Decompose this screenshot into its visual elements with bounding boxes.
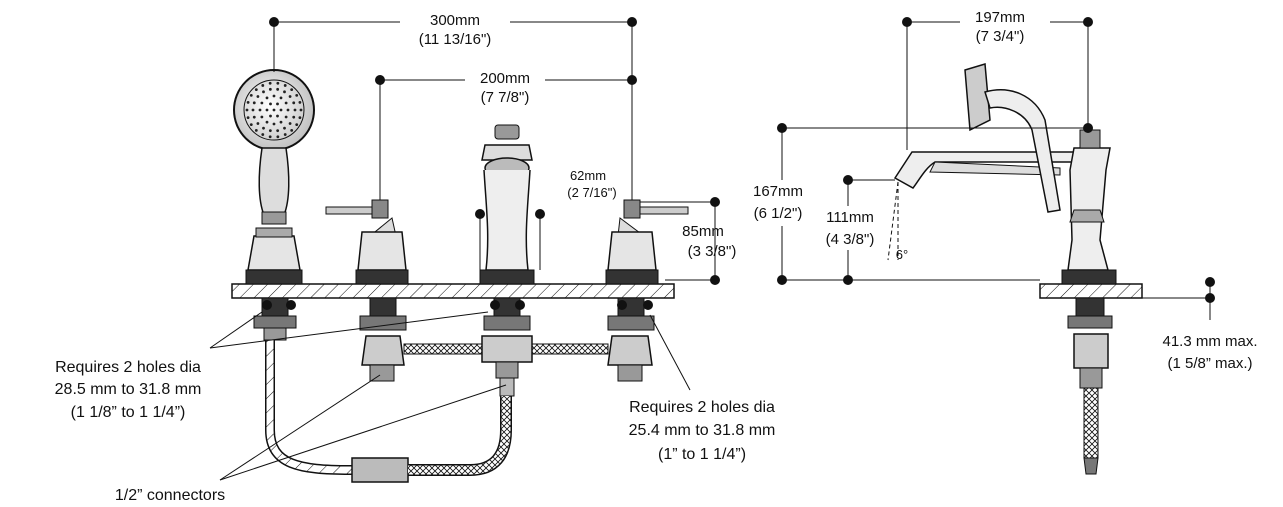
spout-height-inch: (2 7/16") xyxy=(567,185,616,200)
nozzle-dot xyxy=(265,108,269,112)
nozzle-dot xyxy=(261,84,265,87)
hand-shower xyxy=(233,69,315,285)
nozzle-dot xyxy=(279,96,283,100)
handle-height-inch: (3 3/8") xyxy=(688,243,737,260)
holes-left-line1: Requires 2 holes dia xyxy=(55,359,201,376)
holes-right-line3: (1” to 1 1/4”) xyxy=(658,446,746,463)
nozzle-dot xyxy=(256,95,260,98)
nozzle-dot xyxy=(279,108,283,112)
side-reach-inch: (7 3/4") xyxy=(976,28,1025,45)
nozzle-dot xyxy=(262,90,265,94)
braided-line-left xyxy=(403,343,483,355)
nozzle-dot xyxy=(269,114,272,118)
spray-nozzles xyxy=(245,81,303,139)
total-height-mm: 167mm xyxy=(753,183,803,200)
overall-width-mm: 300mm xyxy=(430,12,480,29)
nozzle-dot xyxy=(258,108,262,112)
side-view xyxy=(777,17,1215,475)
nozzle-dot xyxy=(292,115,296,119)
deck-thickness-inch: (1 5/8” max.) xyxy=(1167,355,1252,372)
dimension-labels: 300mm (11 13/16") 200mm (7 7/8") 62mm (2… xyxy=(400,6,1258,372)
nozzle-dot xyxy=(288,95,292,98)
nozzle-dot xyxy=(279,120,283,124)
deck-front xyxy=(231,283,675,299)
nozzle-dot xyxy=(251,108,255,112)
nozzle-dot xyxy=(261,133,265,136)
nozzle-dot xyxy=(290,88,294,91)
outlet-height-inch: (4 3/8") xyxy=(826,231,875,248)
nozzle-dot xyxy=(245,108,249,112)
nozzle-dot xyxy=(283,126,286,130)
nozzle-dot xyxy=(260,115,264,119)
nozzle-dot xyxy=(276,129,280,133)
braided-line-right xyxy=(531,343,609,355)
holes-right-line2: 25.4 mm to 31.8 mm xyxy=(629,422,776,439)
nozzle-dot xyxy=(286,108,290,112)
nozzle-dot xyxy=(256,122,260,125)
spout-angle: 6° xyxy=(896,247,908,262)
nozzle-dot xyxy=(249,123,253,126)
nozzle-dot xyxy=(293,108,297,112)
nozzle-dot xyxy=(298,100,302,104)
front-view xyxy=(209,17,720,483)
nozzle-dot xyxy=(272,108,276,112)
nozzle-dot xyxy=(292,101,296,105)
deck-thickness-mm: 41.3 mm max. xyxy=(1162,333,1257,350)
nozzle-dot xyxy=(283,84,287,87)
nozzle-dot xyxy=(265,120,269,124)
nozzle-dot xyxy=(268,87,272,91)
nozzle-dot xyxy=(272,94,276,98)
nozzle-dot xyxy=(298,116,302,120)
connectors-label: 1/2” connectors xyxy=(115,487,225,504)
nozzle-dot xyxy=(288,122,292,125)
left-handle-valve xyxy=(325,199,409,382)
nozzle-dot xyxy=(254,88,258,91)
nozzle-dot xyxy=(268,81,272,85)
deck-side xyxy=(1039,283,1143,299)
nozzle-dot xyxy=(249,94,253,97)
nozzle-dot xyxy=(276,87,280,91)
holes-left-line2: 28.5 mm to 31.8 mm xyxy=(55,381,202,398)
nozzle-dot xyxy=(262,126,265,130)
nozzle-dot xyxy=(268,129,272,133)
nozzle-dot xyxy=(295,123,299,126)
nozzle-dot xyxy=(299,108,303,112)
nozzle-dot xyxy=(283,133,287,136)
center-spout xyxy=(479,124,535,397)
overall-width-inch: (11 13/16") xyxy=(419,31,492,48)
nozzle-dot xyxy=(254,129,258,132)
holes-left-line3: (1 1/8” to 1 1/4”) xyxy=(71,404,186,421)
nozzle-dot xyxy=(265,96,269,100)
center-width-inch: (7 7/8") xyxy=(481,89,530,106)
nozzle-dot xyxy=(276,135,280,139)
installation-notes: Requires 2 holes dia 28.5 mm to 31.8 mm … xyxy=(55,359,776,504)
nozzle-dot xyxy=(246,100,250,104)
nozzle-dot xyxy=(276,81,280,85)
nozzle-dot xyxy=(260,101,264,105)
nozzle-dot xyxy=(269,102,272,106)
nozzle-dot xyxy=(276,102,279,106)
nozzle-dot xyxy=(268,135,272,139)
hand-shower-hose xyxy=(265,340,360,475)
nozzle-dot xyxy=(284,115,288,119)
nozzle-dot xyxy=(272,122,276,126)
nozzle-dot xyxy=(252,115,256,119)
outlet-height-mm: 111mm xyxy=(826,209,874,226)
nozzle-dot xyxy=(283,90,286,94)
side-reach-mm: 197mm xyxy=(975,9,1025,26)
nozzle-dot xyxy=(290,129,294,132)
right-handle-valve xyxy=(605,199,689,382)
handle-height-mm: 85mm xyxy=(682,223,724,240)
holes-right-line1: Requires 2 holes dia xyxy=(629,399,775,416)
center-width-mm: 200mm xyxy=(480,70,530,87)
nozzle-dot xyxy=(295,94,299,97)
nozzle-dot xyxy=(276,114,279,118)
nozzle-dot xyxy=(246,116,250,120)
nozzle-dot xyxy=(284,101,288,105)
spout-height-mm: 62mm xyxy=(570,168,606,183)
nozzle-dot xyxy=(252,101,256,105)
total-height-inch: (6 1/2") xyxy=(754,205,803,222)
